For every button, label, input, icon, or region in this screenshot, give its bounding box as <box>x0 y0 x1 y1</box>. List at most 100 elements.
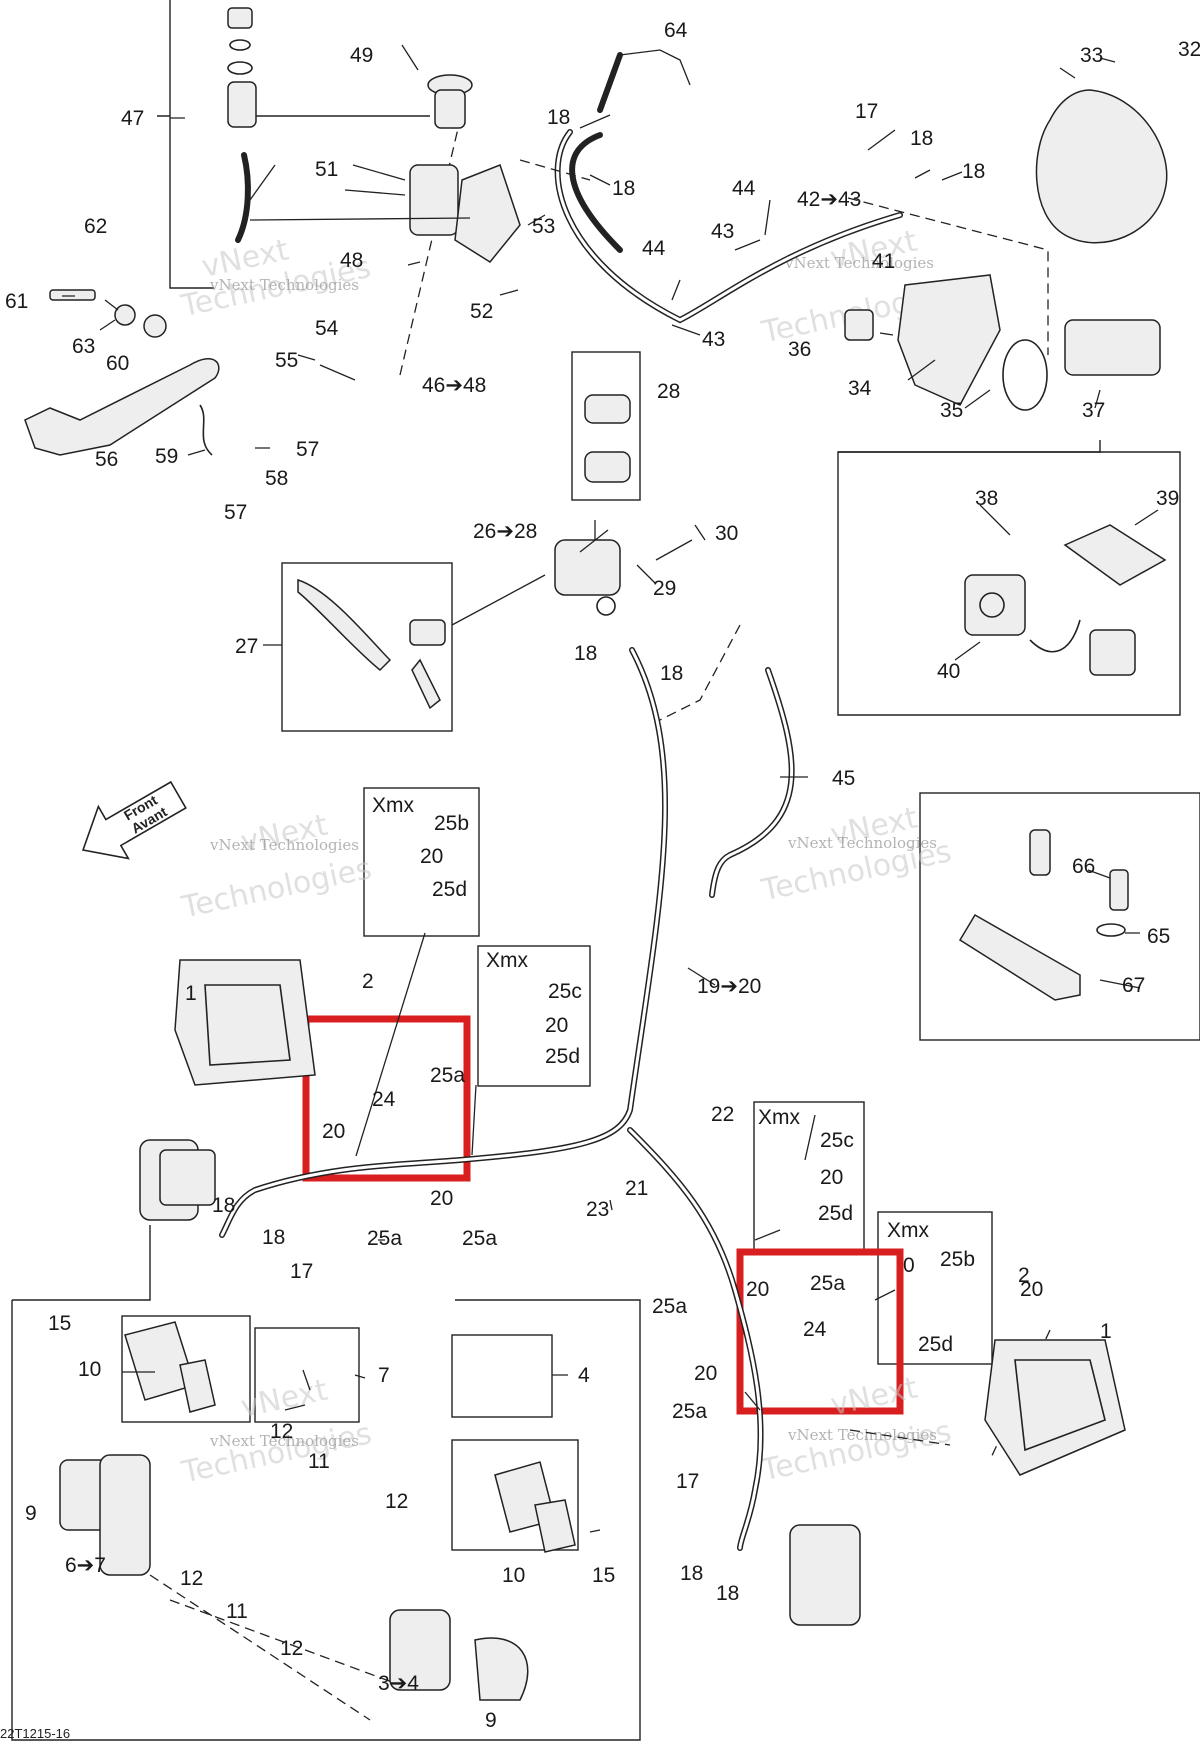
callout-25b: 25b <box>434 812 469 835</box>
callout-18: 18 <box>716 1582 739 1605</box>
front-right-caliper <box>494 1461 861 1626</box>
guard-plate-detail <box>958 829 1129 1001</box>
svg-text:vNext: vNext <box>828 1370 921 1423</box>
callout-25d: 25d <box>918 1333 953 1356</box>
callout-24: 24 <box>372 1088 396 1111</box>
callout-11: 11 <box>308 1450 330 1473</box>
callout-19-20: 19➔20 <box>697 975 761 998</box>
callout-18: 18 <box>660 662 683 685</box>
callout-44: 44 <box>642 237 666 260</box>
callout-42-43: 42➔43 <box>797 188 861 211</box>
caliper-brackets <box>174 959 1126 1476</box>
callout-25b: 25b <box>940 1248 975 1271</box>
callout-48: 48 <box>340 249 363 272</box>
callout-26-28: 26➔28 <box>473 520 537 543</box>
callout-6-7: 6➔7 <box>65 1554 106 1577</box>
callout-65: 65 <box>1147 925 1170 948</box>
callout-45: 45 <box>832 767 855 790</box>
svg-text:vNext Technologies: vNext Technologies <box>209 276 359 294</box>
callout-4: 4 <box>578 1364 590 1387</box>
leader-lines <box>62 44 1159 1533</box>
callout-15: 15 <box>592 1564 615 1587</box>
callout-29: 29 <box>653 577 676 600</box>
callout-61: 61 <box>5 290 28 313</box>
callout-10: 10 <box>502 1564 525 1587</box>
callout-20: 20 <box>820 1166 843 1189</box>
callout-51: 51 <box>315 158 338 181</box>
callout-25d: 25d <box>818 1202 853 1225</box>
callout-20: 20 <box>746 1278 769 1301</box>
highlight-box-right <box>736 1248 904 1415</box>
callout-27: 27 <box>235 635 258 658</box>
callout-9: 9 <box>485 1709 497 1732</box>
xmx-detail-titles: Xmx Xmx Xmx Xmx <box>372 794 930 1242</box>
svg-text:vNext Technologies: vNext Technologies <box>209 1432 359 1450</box>
svg-text:vNext: vNext <box>238 1373 331 1426</box>
callout-20: 20 <box>694 1362 717 1385</box>
callout-7: 7 <box>378 1364 390 1387</box>
callout-64: 64 <box>664 19 688 42</box>
callout-2: 2 <box>1018 1264 1030 1287</box>
front-left-caliper <box>59 1139 529 1701</box>
callout-25a: 25a <box>430 1064 465 1087</box>
callout-57: 57 <box>296 438 319 461</box>
callout-25a: 25a <box>462 1227 497 1250</box>
callout-25a: 25a <box>367 1227 402 1250</box>
callout-11: 11 <box>226 1600 248 1623</box>
callout-41: 41 <box>872 250 895 273</box>
callout-25a: 25a <box>810 1272 845 1295</box>
callout-24: 24 <box>803 1318 827 1341</box>
callout-17: 17 <box>290 1260 313 1283</box>
callout-labels: 1 1 2 2 3➔4 4 6➔7 7 9 9 10 10 11 11 12 1… <box>5 19 1200 1732</box>
callout-37: 37 <box>1082 399 1105 422</box>
callout-20: 20 <box>420 845 443 868</box>
callout-20: 20 <box>430 1187 453 1210</box>
svg-text:vNext Technologies: vNext Technologies <box>209 836 359 854</box>
callout-34: 34 <box>848 377 872 400</box>
callout-12: 12 <box>280 1637 303 1660</box>
callout-18: 18 <box>574 642 597 665</box>
xmx-title: Xmx <box>372 794 415 817</box>
highlight-box-left <box>302 1015 471 1182</box>
rear-brake-pedal <box>24 289 220 456</box>
callout-10: 10 <box>78 1358 101 1381</box>
xmx-title: Xmx <box>758 1106 801 1129</box>
callout-18: 18 <box>910 127 933 150</box>
callout-47: 47 <box>121 107 144 130</box>
svg-text:Technologies: Technologies <box>178 851 375 926</box>
callout-28: 28 <box>657 380 680 403</box>
callout-12: 12 <box>270 1420 293 1443</box>
callout-25d: 25d <box>432 878 467 901</box>
callout-55: 55 <box>275 349 298 372</box>
callout-63: 63 <box>72 335 95 358</box>
callout-30: 30 <box>715 522 738 545</box>
callout-23: 23 <box>586 1198 609 1221</box>
callout-17: 17 <box>676 1470 699 1493</box>
front-master-cylinder <box>554 394 631 616</box>
callout-53: 53 <box>532 215 555 238</box>
callout-2: 2 <box>362 970 374 993</box>
callout-9: 9 <box>25 1502 37 1525</box>
callout-32: 32 <box>1178 38 1200 61</box>
callout-40: 40 <box>937 660 960 683</box>
callout-25c: 25c <box>548 980 582 1003</box>
callout-62: 62 <box>84 215 107 238</box>
callout-46-48: 46➔48 <box>422 374 486 397</box>
callout-59: 59 <box>155 445 178 468</box>
xmx-title: Xmx <box>486 949 529 972</box>
callout-43: 43 <box>702 328 725 351</box>
callout-12: 12 <box>385 1490 408 1513</box>
rear-disc-and-caliper <box>844 89 1168 411</box>
callout-60: 60 <box>106 352 129 375</box>
callout-54: 54 <box>315 317 339 340</box>
callout-43: 43 <box>711 220 734 243</box>
callout-3-4: 3➔4 <box>378 1672 419 1695</box>
callout-35: 35 <box>940 399 963 422</box>
callout-38: 38 <box>975 487 998 510</box>
callout-36: 36 <box>788 338 811 361</box>
callout-21: 21 <box>625 1177 648 1200</box>
rear-caliper-detail <box>964 524 1167 676</box>
callout-17: 17 <box>855 100 878 123</box>
figure-code: 22T1215-16 <box>0 1726 70 1741</box>
